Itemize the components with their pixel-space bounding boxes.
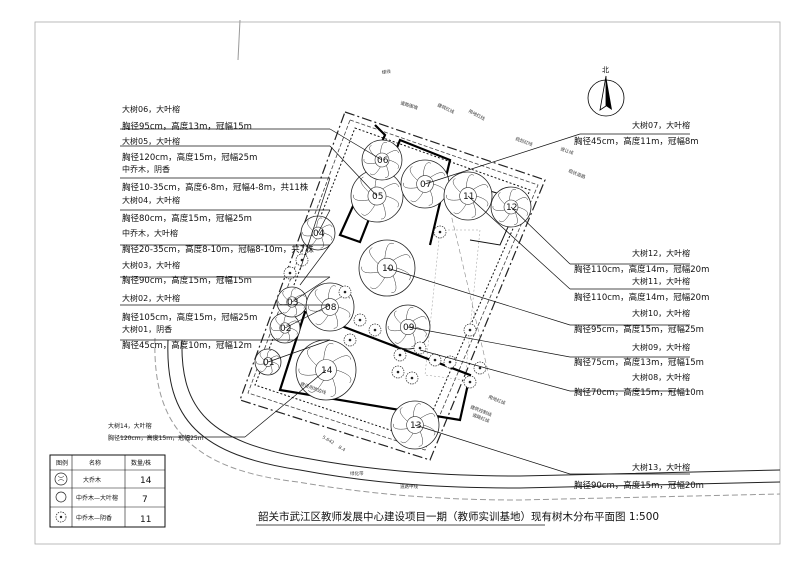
site-line-label: 用地红线 (487, 393, 507, 406)
annotation-detail: 胸径70cm，高度15m，冠幅10m (574, 387, 704, 398)
small-tree-icon (391, 365, 405, 379)
annotation-detail: 胸径90cm，高度15m，冠幅15m (122, 275, 252, 286)
small-tree-icon (463, 323, 477, 337)
annotation-detail: 胸径10-35cm，高度6-8m，冠幅4-8m，共11株 (122, 182, 309, 193)
tree-number: 07 (420, 180, 431, 190)
north-arrow: 北 (587, 66, 625, 117)
annotation-detail: 胸径105cm，高度15m，冠幅25m (122, 312, 257, 323)
site-line-label: 用地红线 (467, 108, 487, 123)
annotation-title: 大树11，大叶榕 (632, 276, 690, 286)
building-outlines (278, 124, 472, 422)
tree-icon: 01 (254, 348, 282, 376)
site-line-label: 退让线 (559, 145, 575, 156)
small-tree-icon (338, 285, 352, 299)
site-line-label: 绿化带 (350, 470, 364, 477)
legend-large-tree-icon (54, 472, 68, 486)
annotation-title: 大树14，大叶榕 (108, 422, 152, 430)
small-tree-icon (405, 371, 419, 385)
sheet-frame (34, 21, 781, 545)
annotation-title: 大树13，大叶榕 (632, 462, 690, 472)
legend-row-name: 大乔木 (83, 476, 101, 484)
legend-row-qty: 11 (140, 515, 151, 525)
tree-number: 04 (313, 229, 325, 239)
site-line-label: 建筑红线 (436, 101, 456, 115)
north-arrow-icon (606, 76, 612, 110)
tree-number: 14 (321, 366, 333, 376)
annotation-title: 大树10，大叶榕 (632, 308, 690, 318)
site-line-label: 8.4 (337, 445, 346, 454)
tree-number: 06 (377, 156, 389, 166)
annotation-title: 大树02，大叶榕 (122, 293, 180, 303)
small-tree-icon (463, 375, 477, 389)
annotation-detail: 胸径45cm，高度10m，冠幅12m (122, 340, 252, 351)
legend-header-qty: 数量/株 (131, 459, 151, 467)
drawing-title: 韶关市武江区教师发展中心建设项目一期（教师实训基地）现有树木分布平面图 1:50… (258, 510, 659, 523)
annotation-detail: 胸径95cm，高度13m，冠幅15m (122, 121, 252, 132)
annotation-title: 大树05，大叶榕 (122, 136, 180, 146)
legend-row-qty: 14 (140, 476, 152, 486)
small-tree-icon (393, 348, 407, 362)
small-tree-icon (433, 225, 447, 239)
tree-number: 09 (403, 323, 415, 333)
annotation-detail: 胸径80cm，高度15m，冠幅25m (122, 213, 252, 224)
annotation-title: 大树04，大叶榕 (122, 195, 180, 205)
legend-header-name: 名称 (89, 459, 101, 467)
small-tree-icon (428, 353, 442, 367)
annotation-detail: 胸径110cm，高度14m，冠幅20m (574, 264, 709, 275)
annotation-title: 中乔木，大叶榕 (122, 228, 178, 238)
legend-row-name: 中乔木—大叶榕 (76, 494, 118, 502)
tree-number: 13 (410, 421, 421, 431)
annotation-detail: 胸径95cm，高度15m，冠幅25m (574, 324, 704, 335)
legend-camphor-icon (55, 511, 67, 523)
small-tree-icon (443, 355, 457, 369)
small-tree-icon (283, 266, 297, 280)
tree-icon: 10 (358, 239, 416, 297)
legend-header-symbol: 图例 (56, 459, 68, 467)
site-line-label: 绿线 (381, 68, 391, 76)
tree-number: 10 (382, 264, 394, 274)
north-label: 北 (602, 66, 609, 74)
site-line-label: 现状道路 (567, 167, 587, 180)
small-tree-icon (295, 253, 309, 267)
tree-number: 08 (325, 303, 337, 313)
annotation-title: 大树03，大叶榕 (122, 260, 180, 270)
small-tree-icon (413, 341, 427, 355)
annotation-detail: 胸径20-35cm，高度8-10m，冠幅8-10m，共7株 (122, 244, 314, 255)
legend-table: 图例 名称 数量/株 大乔木 14 中乔木—大叶榕 7 中乔木—阴香 11 (49, 454, 166, 528)
tree-number: 02 (280, 324, 291, 334)
annotation-title: 大树01，阴香 (122, 324, 172, 334)
annotation-detail: 胸径120cm，高度15m，冠幅25m (108, 434, 204, 442)
annotation-detail: 胸径120cm，高度15m，冠幅25m (122, 152, 257, 163)
legend-row-name: 中乔木—阴香 (76, 514, 112, 522)
site-line-label: 5.642 (321, 435, 335, 447)
small-tree-icon (343, 333, 357, 347)
site-line-label: 道路围墙 (399, 99, 419, 111)
annotation-title: 大树12，大叶榕 (632, 248, 690, 258)
small-tree-icon (353, 313, 367, 327)
annotation-title: 大树08，大叶榕 (632, 372, 690, 382)
tree-number: 03 (287, 298, 298, 308)
site-line-label: 道路中线 (400, 483, 418, 490)
small-tree-icon (368, 323, 382, 337)
annotation-title: 大树06，大叶榕 (122, 104, 180, 114)
annotation-detail: 胸径90cm，高度15m，冠幅20m (574, 480, 704, 491)
annotation-title: 中乔木，阴香 (122, 164, 170, 174)
tree-number: 01 (263, 358, 274, 368)
annotation-detail: 胸径75cm，高度13m，冠幅15m (574, 357, 704, 368)
road-lines (154, 19, 781, 501)
annotation-title: 大树09，大叶榕 (632, 342, 690, 352)
tree-number: 05 (372, 192, 383, 202)
legend-row-qty: 7 (142, 495, 148, 505)
site-line-label: 规划红线 (514, 135, 534, 148)
annotation-detail: 胸径45cm，高度11m，冠幅8m (574, 136, 699, 147)
annotation-title: 大树07，大叶榕 (632, 120, 690, 130)
legend-banyan-icon (55, 491, 67, 503)
leader-lines (120, 128, 690, 475)
small-tree-icon (473, 361, 487, 375)
annotation-detail: 胸径110cm，高度14m，冠幅20m (574, 292, 709, 303)
